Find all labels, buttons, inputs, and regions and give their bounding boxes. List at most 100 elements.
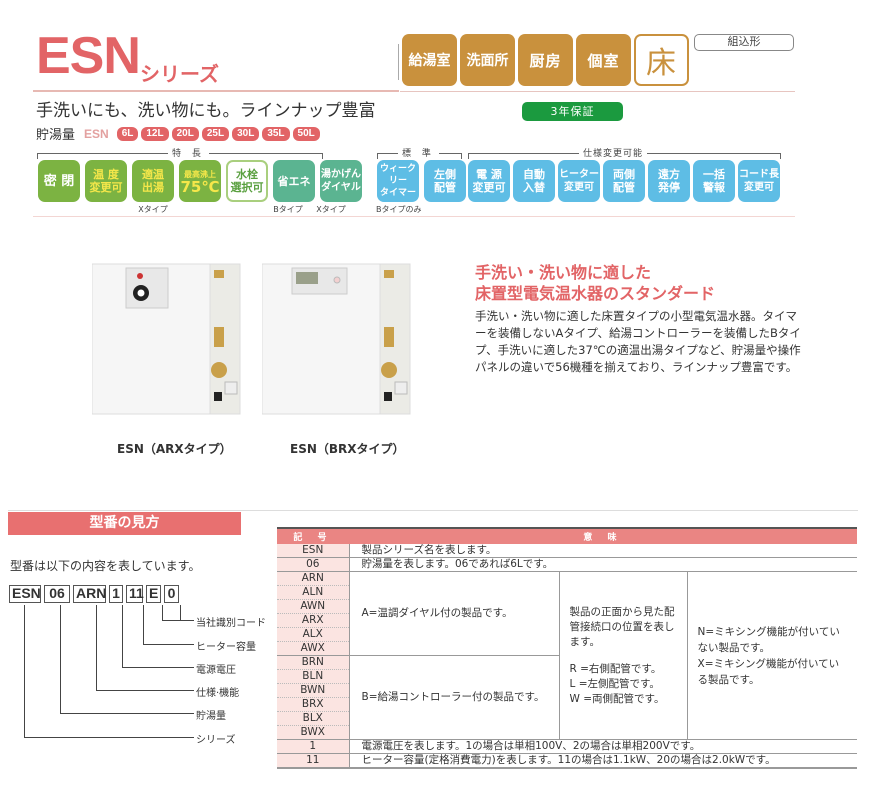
feature-label: タイマー [379,188,416,198]
table-row: BRN B=給湯コントローラー付の製品です。 [277,655,857,740]
cell-code: BWX [277,725,350,740]
feature-label: 入替 [523,181,545,194]
standard-group-label: 標 準 [398,146,439,159]
table-row: ALX [277,627,857,642]
table-row: 11 ヒーター容量(定格消費電力)を表します。11の場合は1.1kW、20の場合… [277,753,857,769]
capacity-pill: 6L [116,126,139,141]
table-row: ESN 製品シリーズ名を表します。 [277,544,857,558]
standard-bracket: 標 準 [377,146,462,159]
standard-left-piping: 左側配管 [424,160,466,202]
capacity-prefix: ESN [84,126,109,141]
cell-code: ALX [277,627,350,642]
product-caption-brx: ESN（BRXタイプ） [290,442,405,456]
feature-note: Bタイプ [273,205,303,214]
table-row: AWN [277,599,857,614]
table-row: 1 電源電圧を表します。1の場合は単相100V、2の場合は単相200Vです。 [277,739,857,754]
product-image-brx [261,262,412,420]
model-code-table: 記 号 意 味 ESN 製品シリーズ名を表します。 06 貯湯量を表します。06… [277,527,857,769]
capacity-pill: 30L [232,126,260,141]
feature-note: Xタイプ [138,205,168,214]
feature-label: ヒーター [559,169,599,180]
table-row: ARN A=温調ダイヤル付の製品です。 製品の正面から見た配管接続口の位置を表し… [277,571,857,740]
cell-code: BWN [277,683,350,698]
pipe-both: W =両側配管です。 [569,692,665,705]
warranty-badge: 3年保証 [522,102,623,121]
leader-label-spec: 仕様·機能 [196,688,240,699]
capacity-pill: 35L [262,126,290,141]
feature-label: 出湯 [142,181,164,194]
feature-label: 警報 [703,181,725,194]
option-power: 電 源変更可 [468,160,510,202]
table-header: 記 号 意 味 [277,527,857,544]
cell-code: AWX [277,641,350,656]
code-box-capacity: 06 [44,585,70,603]
feature-label: 湯かげん [321,169,361,180]
product-caption-arx: ESN（ARXタイプ） [117,442,232,456]
code-box-id1: E [146,585,161,603]
feature-label: 変更可 [564,182,594,193]
option-heater: ヒーター変更可 [558,160,600,202]
option-both-piping: 両側配管 [603,160,645,202]
feature-label: ウィークリー [379,164,416,186]
cell-code: ALN [277,585,350,600]
capacity-pill: 25L [201,126,230,141]
location-divider [398,44,399,80]
feature-temp-adjustable: 温 度変更可 [85,160,127,202]
feature-energy-saving: 省エネ [273,160,315,202]
header-divider-right [400,91,795,92]
feature-label: 遠方 [658,168,680,181]
feature-label: 密 閉 [43,173,75,189]
location-tag-koshitsu: 個室 [576,34,631,86]
table-row: BWX [277,725,857,740]
standard-note: Bタイプのみ [376,205,422,214]
feature-label: 変更可 [744,182,774,193]
feature-label: 変更可 [89,181,123,194]
feature-label: 左側 [434,168,456,181]
location-tag-kyutoushitsu: 給湯室 [402,34,457,86]
cell-code: ARN [277,571,350,586]
mixing-x: X=ミキシング機能が付いている製品です。 [697,657,840,686]
features-group-label: 特 長 [168,146,209,159]
feature-label: コード長 [739,169,779,180]
series-suffix: シリーズ [140,62,219,86]
leader-label-heater: ヒーター容量 [196,642,256,653]
header-divider [33,90,399,92]
table-row: BWN [277,683,857,698]
tagline: 手洗いにも、洗い物にも。ラインナップ豊富 [36,101,376,121]
table-row: 06 貯湯量を表します。06であれば6Lです。 [277,557,857,572]
leader-label-id-code: 当社識別コード [196,618,266,629]
option-alarm: 一括警報 [693,160,735,202]
table-row: AWX [277,641,857,656]
table-row: BLX [277,711,857,726]
option-cord-length: コード長変更可 [738,160,780,202]
feature-divider [33,216,795,217]
mixing-n: N=ミキシング機能が付いていない製品です。 [697,625,840,654]
option-remote: 遠方発停 [648,160,690,202]
table-row: ALN [277,585,857,600]
model-guide-title: 型番の見方 [8,512,241,535]
feature-sealed: 密 閉 [38,160,80,202]
install-type-badge: 組込形 [694,34,794,51]
code-box-spec: ARN [73,585,106,603]
feature-optimal-temp: 適温出湯 [132,160,174,202]
leader-label-series: シリーズ [196,735,236,746]
model-guide-description: 型番は以下の内容を表しています。 [10,559,201,573]
feature-label: 自動 [523,168,545,181]
cell-code: 11 [277,753,350,769]
feature-label: 配管 [434,181,456,194]
cell-code: BLX [277,711,350,726]
intro-headline-line2: 床置型電気温水器のスタンダード [475,284,716,303]
leader-label-capacity: 貯湯量 [196,711,226,722]
feature-label: 75℃ [180,178,220,196]
pipe-right: R =右側配管です。 [569,662,662,675]
code-box-series: ESN [9,585,41,603]
cell-meaning: ヒーター容量(定格消費電力)を表します。11の場合は1.1kW、20の場合は2.… [349,753,857,769]
cell-meaning: 電源電圧を表します。1の場合は単相100V、2の場合は単相200Vです。 [349,739,857,754]
section-divider [8,510,858,511]
standard-row: ウィークリータイマー 左側配管 [377,160,466,202]
feature-note: Xタイプ [316,205,346,214]
standard-weekly-timer: ウィークリータイマー [377,160,419,202]
code-box-id2: 0 [164,585,179,603]
pipe-meaning: 製品の正面から見た配管接続口の位置を表します。 [569,605,675,648]
